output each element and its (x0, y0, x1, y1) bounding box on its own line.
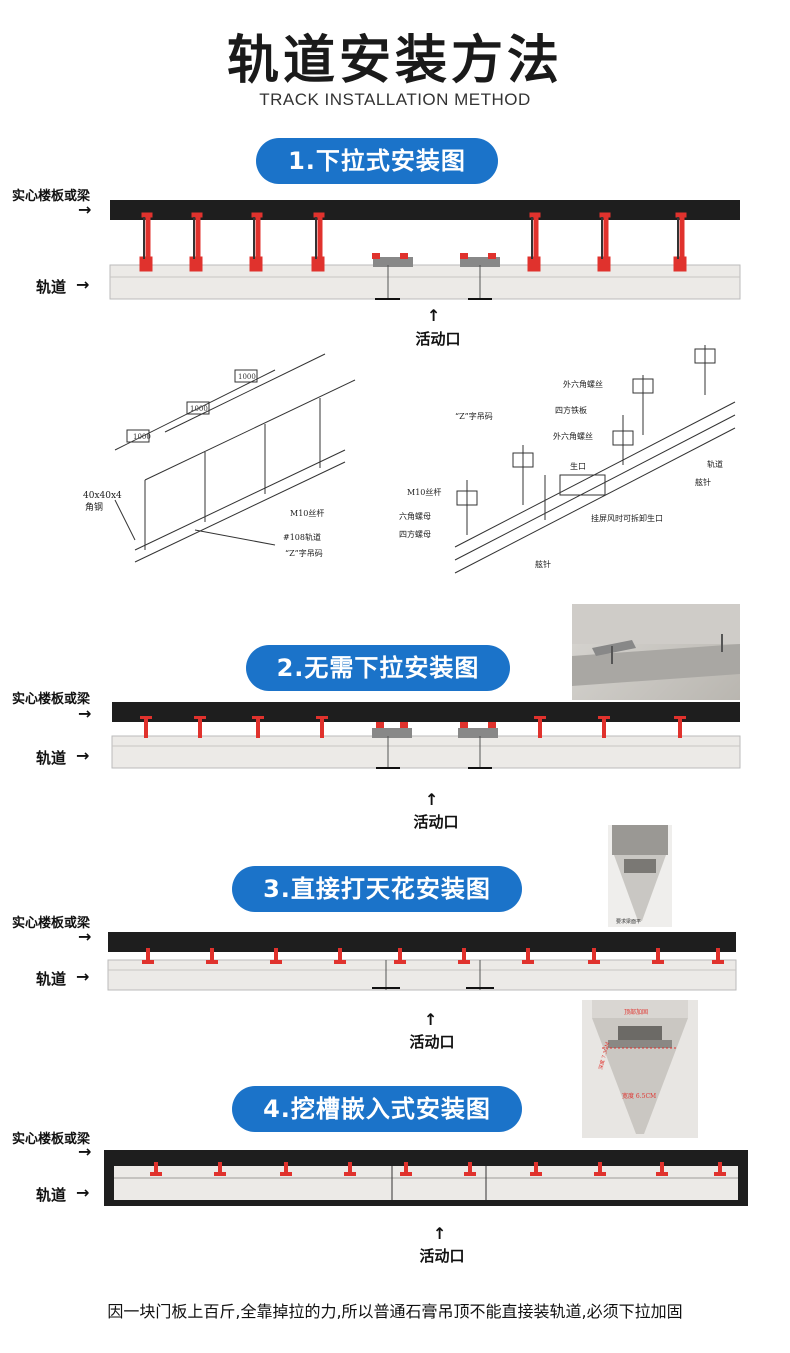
photo-track-ceiling (572, 604, 740, 700)
photo3-note: 要求梁面平 (616, 918, 641, 925)
page-title: 轨道安装方法 (226, 31, 563, 91)
opening-plate-2 (460, 257, 500, 267)
photo4-bottom-note: 宽度 6.5CM (622, 1092, 656, 1100)
opening-plate-1 (373, 257, 413, 267)
opening-label-2: 活动口 (413, 813, 459, 831)
photo-groove-embedded: 顶部加固 深度 7.3CM 宽度 6.5CM (582, 1000, 698, 1138)
dim-label-2: 1000 (190, 405, 208, 413)
track-label-4: 轨道 (36, 1186, 67, 1204)
section-4-diagram (104, 1150, 748, 1206)
hex-bolt-label-2: 外六角螺丝 (553, 431, 593, 441)
slab-label-3: 实心楼板或梁 (12, 916, 91, 931)
track-arrow-1: → (76, 275, 90, 294)
slab-label-1: 实心楼板或梁 (12, 189, 91, 204)
pin-label: 舷针 (695, 477, 711, 487)
track-arrow-3: → (76, 967, 90, 986)
track-label-1: 轨道 (36, 278, 67, 296)
opening-label-4: 活动口 (419, 1247, 465, 1265)
section-1-diagram (109, 200, 741, 300)
opening-up-arrow-2: ↑ (425, 790, 439, 809)
opening-top-label: 生口 (570, 461, 586, 471)
slab-arrow-4: → (78, 1142, 92, 1161)
dim-label-3: 1000 (238, 373, 256, 381)
hex-bolt-label: 外六角螺丝 (563, 379, 603, 389)
hangers (139, 212, 687, 272)
section-4-title: 4.挖槽嵌入式安装图 (232, 1086, 522, 1132)
hanger-label: “Z”字吊码 (285, 548, 323, 558)
isometric-drawing-left: 1000 1000 1000 40x40x4 角钢 M10丝杆 #108轨道 “… (83, 353, 356, 563)
slab-label-4: 实心楼板或梁 (12, 1132, 91, 1147)
slab-beam (110, 200, 740, 220)
slab-arrow-1: → (78, 200, 92, 219)
page-subtitle: TRACK INSTALLATION METHOD (259, 90, 531, 109)
pin-label-2: 舷针 (535, 559, 551, 569)
footer-note: 因一块门板上百斤,全靠掉拉的力,所以普通石膏吊顶不能直接装轨道,必须下拉加固 (107, 1302, 683, 1321)
hex-nut-label: 六角螺母 (399, 511, 431, 521)
rod-label-right: M10丝杆 (407, 487, 441, 497)
opening-label-3: 活动口 (409, 1033, 455, 1051)
track-arrow-2: → (76, 746, 90, 765)
section-3-title: 3.直接打天花安装图 (232, 866, 522, 912)
section-2-diagram (111, 702, 741, 769)
section-3-diagram (107, 932, 737, 991)
note-label: 挂屏风时可拆卸生口 (591, 513, 663, 523)
square-nut-label: 四方螺母 (399, 529, 431, 539)
slab-arrow-2: → (78, 704, 92, 723)
slab-arrow-3: → (78, 927, 92, 946)
rod-label: M10丝杆 (290, 508, 324, 518)
track-label-2: 轨道 (36, 749, 67, 767)
z-hanger-label: “Z”字吊码 (455, 411, 493, 421)
photo-groove-flat: 要求梁面平 (608, 825, 672, 927)
track-arrow-4: → (76, 1183, 90, 1202)
opening-up-arrow-4: ↑ (433, 1224, 447, 1243)
section-1-title: 1.下拉式安装图 (256, 138, 498, 184)
opening-label-1: 活动口 (415, 330, 461, 348)
exploded-drawing-right: 外六角螺丝 四方铁板 “Z”字吊码 外六角螺丝 生口 M10丝杆 六角螺母 四方… (399, 345, 736, 574)
track-label-drawing: #108轨道 (283, 532, 321, 542)
track-body (109, 264, 741, 300)
section-2-title: 2.无需下拉安装图 (246, 645, 510, 691)
angle-steel-label-2: 角钢 (85, 501, 103, 513)
dim-label-1: 1000 (133, 433, 151, 441)
photo4-top-note: 顶部加固 (624, 1008, 648, 1016)
track-label-3: 轨道 (36, 970, 67, 988)
square-plate-label: 四方铁板 (555, 405, 587, 415)
angle-steel-label: 40x40x4 (83, 491, 122, 501)
opening-up-arrow-1: ↑ (427, 306, 441, 325)
track-label-right: 轨道 (707, 459, 723, 469)
opening-up-arrow-3: ↑ (424, 1010, 438, 1029)
slab-label-2: 实心楼板或梁 (12, 692, 91, 707)
